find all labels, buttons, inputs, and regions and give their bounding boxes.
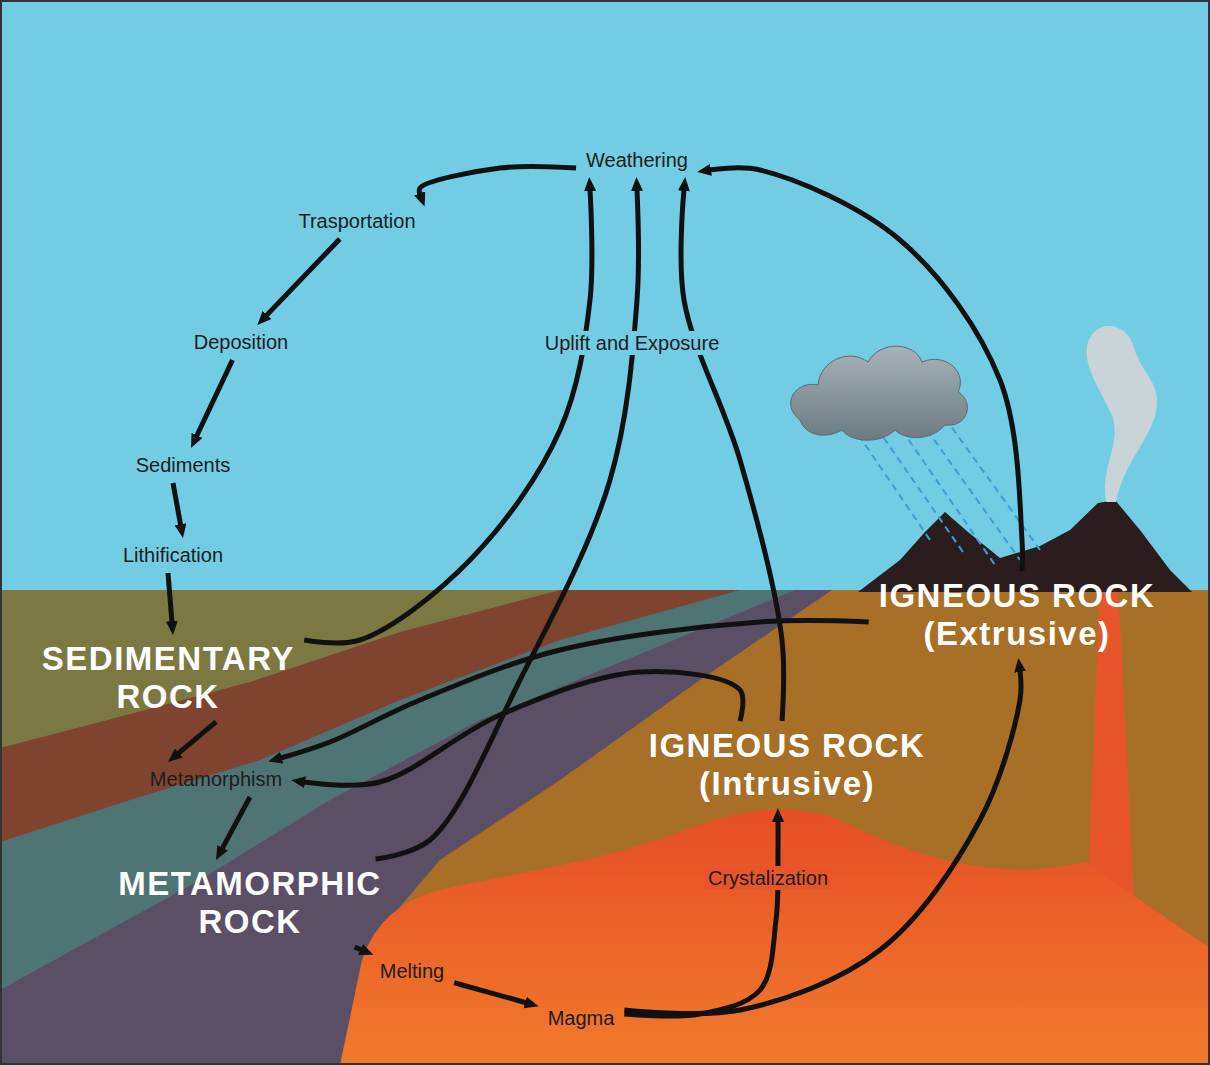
cycle-arrow [376,190,639,859]
cycle-arrow [197,360,233,436]
process-label: Trasportation [292,207,421,235]
subtype-text: (Extrusive) [879,615,1156,653]
magma-chamber [340,810,1210,1065]
label-text: Metamorphism [150,767,282,791]
cycle-arrow [266,239,339,316]
label-text: IGNEOUS ROCK [649,727,926,765]
volcanic-plume [1087,326,1157,502]
cloud [791,346,968,440]
cycle-arrow [304,190,592,643]
cycle-arrow [168,573,172,622]
olive-layer [0,590,560,748]
label-text: SEDIMENTARY ROCK [42,640,294,716]
rock-type-label: IGNEOUS ROCK(Intrusive) [643,725,932,805]
process-label: Sediments [130,451,237,479]
cycle-arrow [624,671,1021,1014]
cycle-arrow [355,947,362,950]
process-label: Metamorphism [144,765,288,793]
cycle-arrow [419,167,576,195]
cycle-arrow [222,797,250,849]
ground-tan [0,590,1210,1065]
cycle-arrow [454,983,526,1003]
process-label: Magma [542,1004,621,1032]
cycle-arrow [173,483,181,525]
cycle-arrow [624,821,778,1016]
cycle-arrow [681,190,784,721]
rock-type-label: IGNEOUS ROCK(Extrusive) [873,575,1162,655]
edge-label: Crystalization [704,866,832,890]
brown-layer [0,590,740,842]
process-label: Weathering [580,146,694,174]
label-text: Melting [380,959,444,983]
process-label: Lithification [117,541,229,569]
label-text: Sediments [136,453,231,477]
rock-type-label: METAMORPHIC ROCK [112,863,387,943]
label-text: Deposition [194,330,289,354]
subtype-text: (Intrusive) [649,765,926,803]
label-text: Magma [548,1006,615,1030]
label-text: Lithification [123,543,223,567]
label-text: Trasportation [298,209,415,233]
label-text: IGNEOUS ROCK [879,577,1156,615]
rock-type-label: SEDIMENTARY ROCK [36,638,300,718]
cycle-arrow [710,168,1022,571]
process-label: Deposition [188,328,295,356]
label-text: Weathering [586,148,688,172]
process-label: Uplift and Exposure [541,331,724,355]
process-label: Melting [374,957,450,985]
label-text: METAMORPHIC ROCK [118,865,381,941]
cycle-arrow [178,722,216,754]
